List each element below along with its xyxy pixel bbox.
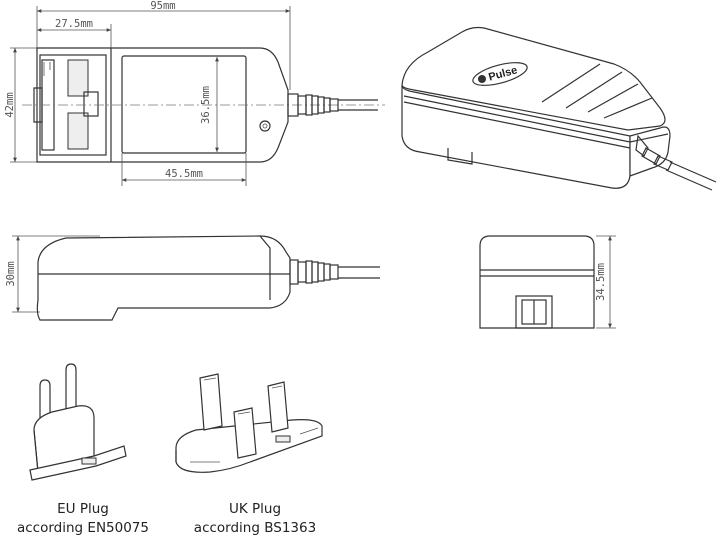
end-view: 34.5mm [479, 235, 616, 329]
uk-plug-caption: UK Plug according BS1363 [180, 500, 330, 537]
eu-plug-standard: according EN50075 [16, 520, 149, 536]
dim-total-length: 95mm [150, 0, 175, 12]
uk-plug-standard: according BS1363 [193, 520, 317, 536]
uk-plug-title: UK Plug [228, 501, 282, 517]
eu-plug-illustration [29, 363, 127, 481]
dim-end-height: 34.5mm [595, 263, 607, 301]
dim-side-height: 30mm [5, 261, 17, 286]
isometric-view: Pulse [401, 26, 717, 191]
eu-plug-caption: EU Plug according EN50075 [10, 500, 156, 537]
dim-height: 42mm [4, 92, 16, 117]
side-view: 30mm [5, 235, 380, 321]
dim-label-height: 36.5mm [200, 86, 212, 124]
uk-plug-illustration [175, 373, 323, 473]
top-view: 95mm 27.5mm 42mm 36.5mm 45.5mm [4, 0, 385, 186]
eu-plug-title: EU Plug [57, 501, 109, 517]
dim-plug-section: 27.5mm [55, 18, 93, 30]
dim-label-width: 45.5mm [165, 168, 203, 180]
